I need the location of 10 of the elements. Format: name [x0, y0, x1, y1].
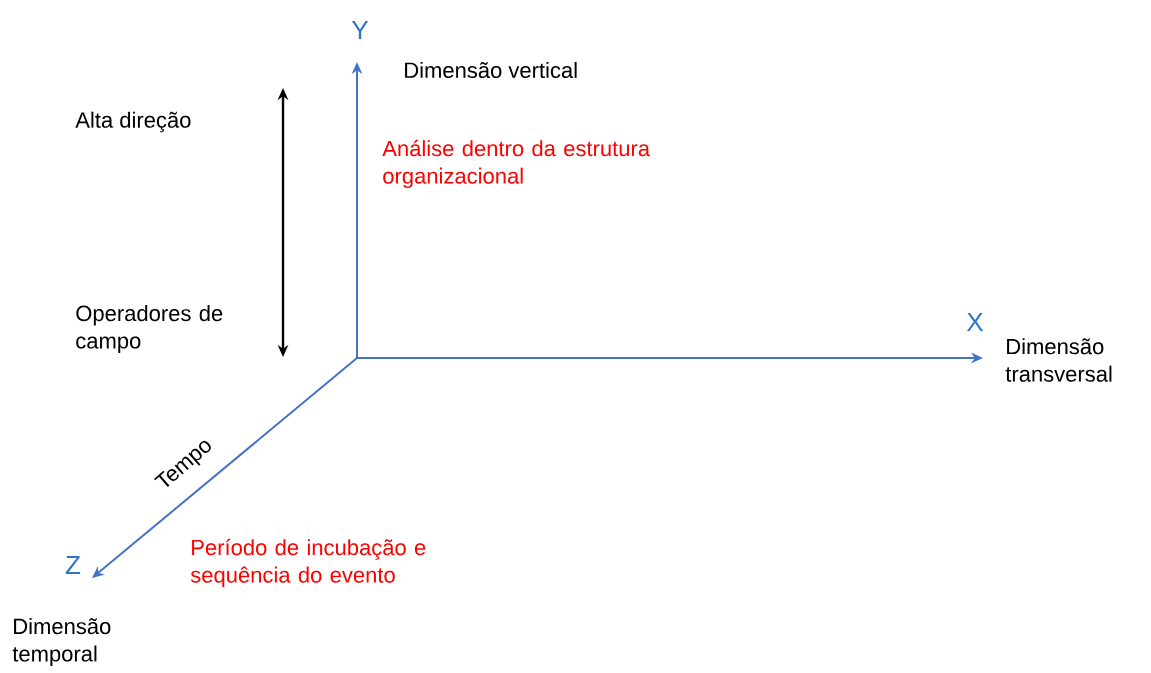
level-label: Operadores de campo	[76, 305, 223, 353]
axis-title: Dimensão temporal	[12, 618, 111, 666]
annotation-text: Análise dentro da estrutura organizacional	[382, 139, 651, 189]
annotation-text: Período de incubação e sequência do evento	[190, 538, 426, 588]
axis-letter: X	[966, 313, 984, 331]
axis-letter: Z	[65, 556, 81, 574]
axis-title: Dimensão transversal	[1005, 338, 1112, 382]
axis-title: Dimensão vertical	[405, 61, 577, 79]
axis-letter: Y	[351, 21, 369, 39]
level-label: Alta direção	[75, 111, 191, 133]
